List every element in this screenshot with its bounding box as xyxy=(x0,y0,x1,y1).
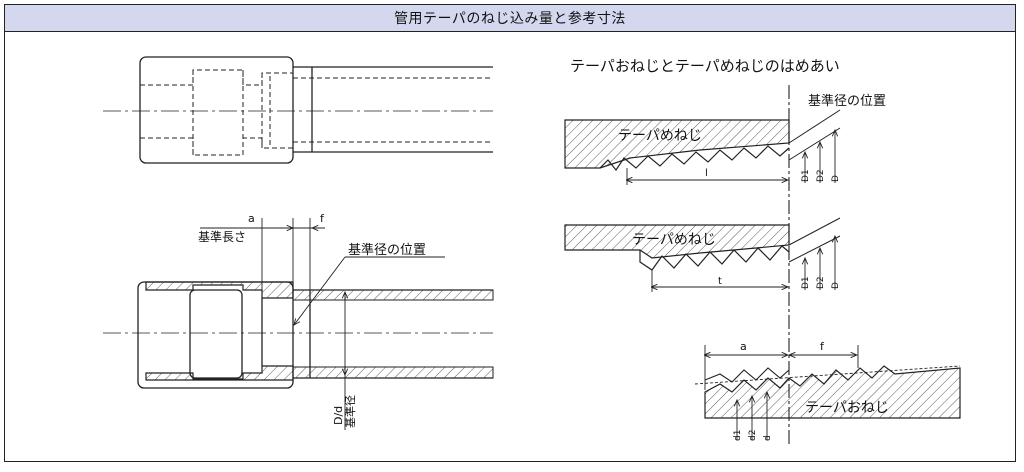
male-d: d xyxy=(763,435,773,441)
kijun-nagasa-label: 基準長さ xyxy=(198,229,246,244)
female-thread-lower xyxy=(564,217,841,292)
svg-text:d: d xyxy=(763,435,773,441)
header-title: 管用テーパのねじ込み量と参考寸法 xyxy=(5,5,1015,32)
right-title: テーパおねじとテーパめねじのはめあい xyxy=(570,57,840,75)
svg-text:d1: d1 xyxy=(733,430,743,441)
left-kijunkei-ichi-label: 基準径の位置 xyxy=(348,242,426,258)
lower-D: D xyxy=(831,282,841,289)
left-label-a: a xyxy=(248,212,255,225)
kijunkei-vertical-label: 基準径 xyxy=(343,395,357,428)
upper-D: D xyxy=(831,175,841,182)
svg-text:D: D xyxy=(831,175,841,182)
one-label: テーパおねじ xyxy=(805,400,889,416)
label-t: t xyxy=(718,276,722,287)
male-d1: d1 xyxy=(733,430,743,441)
lower-D2: D2 xyxy=(816,276,826,289)
male-d2: d2 xyxy=(748,430,758,441)
dd-vertical-label: D/d xyxy=(332,406,345,425)
bottom-fitting-section xyxy=(103,218,494,430)
female-thread-upper xyxy=(564,109,841,185)
svg-text:D1: D1 xyxy=(801,169,811,182)
mene-lower-label: テーパめねじ xyxy=(632,232,716,248)
male-label-f: f xyxy=(820,340,825,353)
lower-D1: D1 xyxy=(801,276,811,289)
svg-text:D2: D2 xyxy=(816,169,826,182)
svg-text:d2: d2 xyxy=(748,430,758,441)
male-label-a: a xyxy=(740,340,747,353)
upper-D1: D1 xyxy=(801,169,811,182)
label-l: l xyxy=(705,168,708,179)
top-fitting-drawing xyxy=(103,56,493,164)
left-label-f: f xyxy=(320,212,325,225)
mene-upper-label: テーパめねじ xyxy=(618,128,702,144)
male-thread xyxy=(694,345,961,440)
svg-text:D1: D1 xyxy=(801,276,811,289)
svg-text:D/d: D/d xyxy=(332,406,345,425)
svg-text:D2: D2 xyxy=(816,276,826,289)
upper-D2: D2 xyxy=(816,169,826,182)
svg-text:基準径: 基準径 xyxy=(343,395,357,428)
diagram-frame: 管用テーパのねじ込み量と参考寸法 xyxy=(4,4,1016,462)
svg-text:D: D xyxy=(831,282,841,289)
right-kijunkei-ichi-label: 基準径の位置 xyxy=(808,93,886,109)
